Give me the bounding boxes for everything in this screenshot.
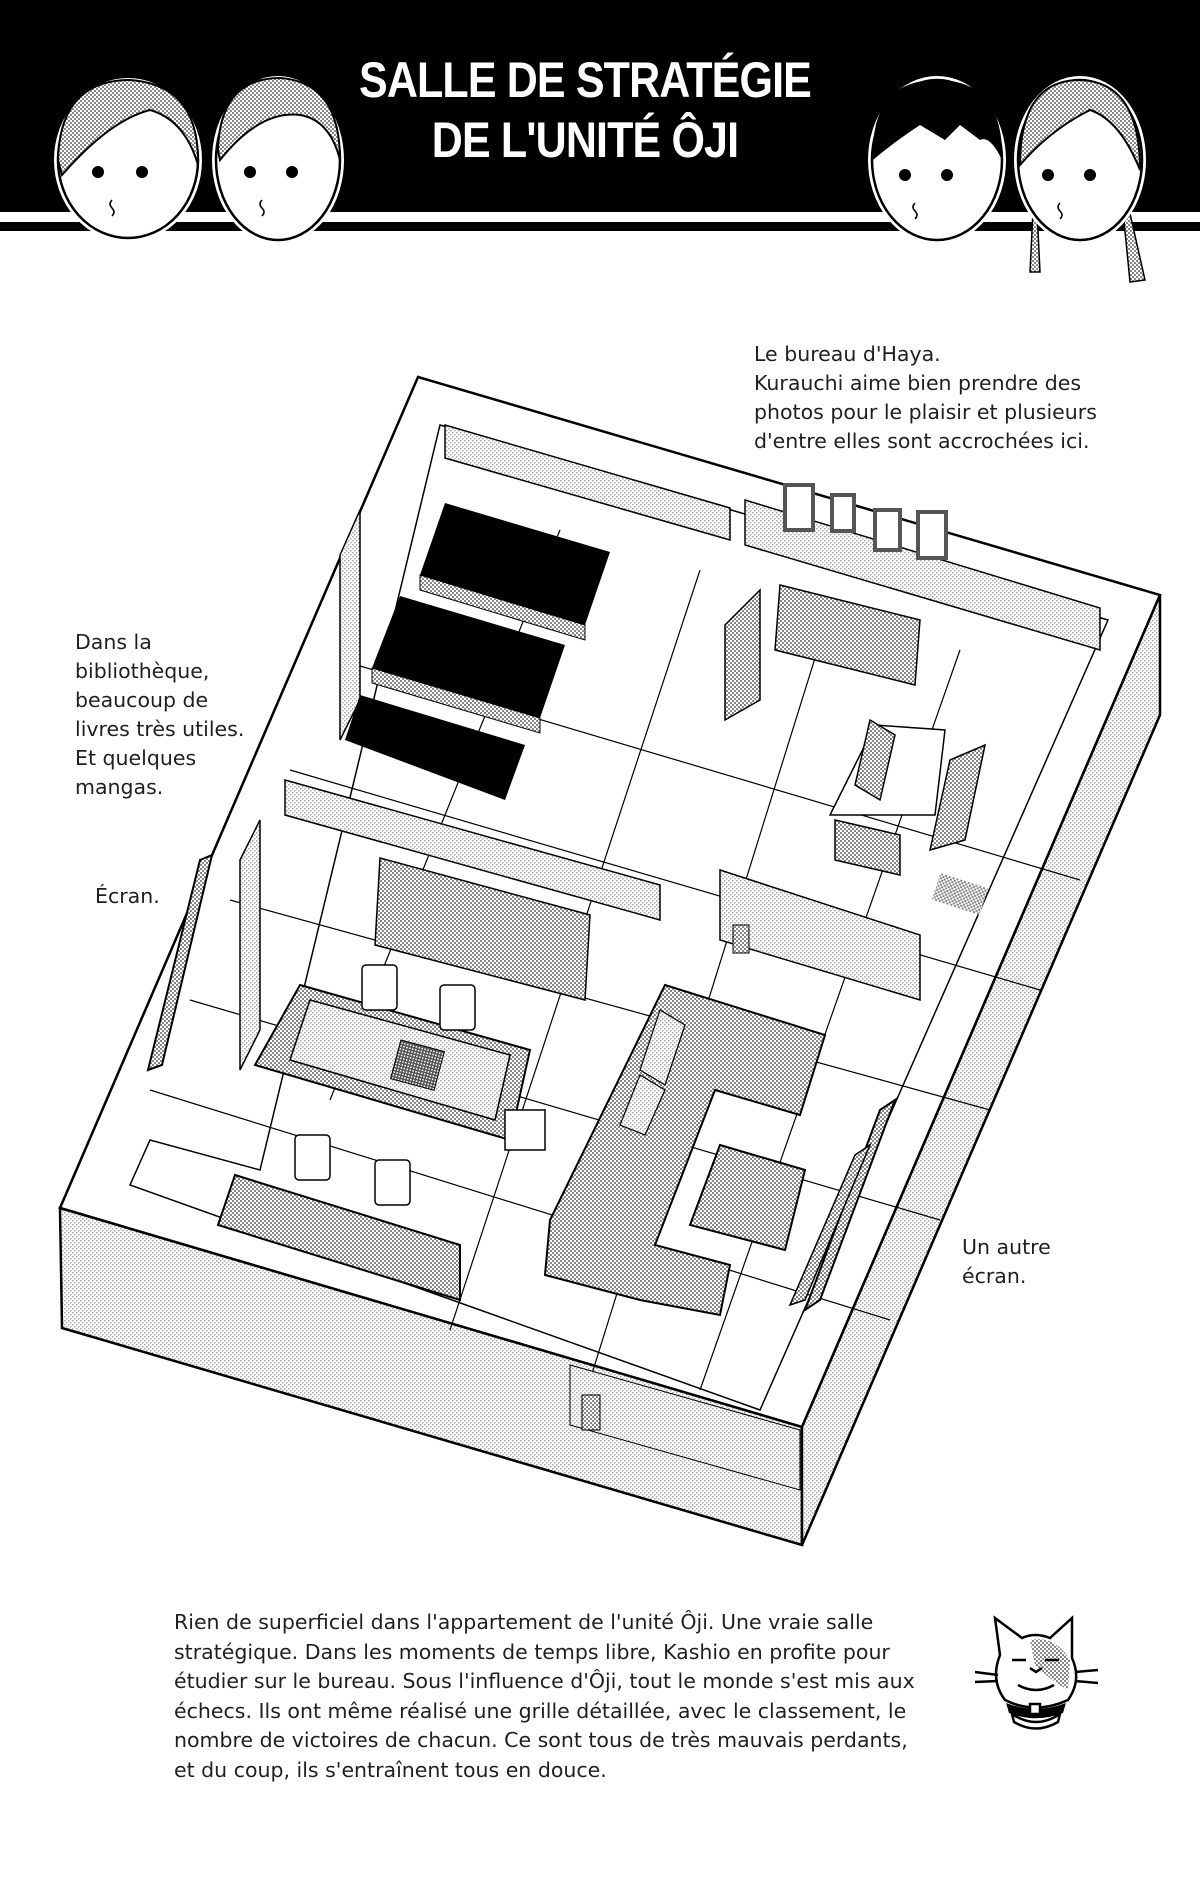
light-switch xyxy=(732,924,750,954)
description-line: Rien de superficiel dans l'appartement d… xyxy=(174,1610,874,1634)
caption-office-line: photos pour le plaisir et plusieurs xyxy=(754,400,1097,424)
sofa xyxy=(543,983,827,1317)
caption-library-line: Et quelques xyxy=(75,746,197,770)
caption-office-line: Le bureau d'Haya. xyxy=(754,342,941,366)
lounge-side-wall xyxy=(239,819,261,1071)
library-shelf-1-side xyxy=(419,574,586,641)
doormat xyxy=(931,872,989,916)
caption-library-line: beaucoup de xyxy=(75,688,209,712)
description-line: nombre de victoires de chacun. Ce sont t… xyxy=(174,1728,908,1752)
caption-library-line: Dans la xyxy=(75,630,152,654)
caption-office-line: d'entre elles sont accrochées ici. xyxy=(754,429,1090,453)
library-shelf-2-side xyxy=(371,667,541,734)
office-desk-front xyxy=(834,819,901,876)
screen-left xyxy=(146,853,214,1072)
library-wall xyxy=(444,424,731,541)
photo-frames xyxy=(783,483,948,560)
description-line: échecs. Ils ont même réalisé une grille … xyxy=(174,1698,907,1723)
tv-stand xyxy=(788,1142,872,1307)
library-shelf-3 xyxy=(345,695,525,800)
character-face-2 xyxy=(212,76,344,244)
banner-stripe-black xyxy=(0,222,1200,231)
screen-right xyxy=(802,1097,898,1313)
library-shelf-1 xyxy=(420,503,610,625)
office-back-wall xyxy=(744,498,1101,652)
header-faces xyxy=(54,76,1146,283)
block-right-face xyxy=(800,594,1162,1546)
caption-screen-right-line: écran. xyxy=(962,1264,1027,1288)
caption-office: Le bureau d'Haya. Kurauchi aime bien pre… xyxy=(754,340,1097,456)
caption-office-line: Kurauchi aime bien prendre des xyxy=(754,371,1082,395)
chessboard-icon xyxy=(389,1039,446,1091)
sofa-cushion-1 xyxy=(639,1009,686,1086)
character-face-4 xyxy=(1014,76,1146,283)
caption-library-line: mangas. xyxy=(75,775,164,799)
sofa-room-wall xyxy=(719,868,921,1002)
character-face-3 xyxy=(868,76,1006,244)
description-line: étudier sur le bureau. Sous l'influence … xyxy=(174,1669,915,1693)
entrance-wall xyxy=(569,1364,801,1491)
office-bookshelf-side xyxy=(724,588,761,722)
computer-monitor xyxy=(854,718,896,802)
caption-screen-left: Écran. xyxy=(95,882,160,911)
description-paragraph: Rien de superficiel dans l'appartement d… xyxy=(174,1608,974,1785)
lounge-back-wall xyxy=(284,779,661,921)
sofa-cushion-2 xyxy=(619,1074,666,1136)
banner-stripe-white xyxy=(0,212,1200,222)
description-line: et du coup, ils s'entraînent tous en dou… xyxy=(174,1757,607,1782)
caption-screen-right: Un autre écran. xyxy=(962,1233,1051,1291)
caption-screen-right-line: Un autre xyxy=(962,1235,1051,1259)
dining-chairs xyxy=(294,964,546,1206)
office-bookshelf xyxy=(774,584,921,686)
library-shelf-2 xyxy=(372,596,565,718)
title-line-1: SALLE DE STRATÉGIE xyxy=(359,52,812,108)
description-line: stratégique. Dans les moments de temps l… xyxy=(174,1639,890,1664)
intercom-icon xyxy=(581,1394,601,1431)
coffee-table xyxy=(688,1143,807,1252)
lounge-bookshelf xyxy=(374,857,591,1001)
character-face-1 xyxy=(54,78,202,242)
title-line-2: DE L'UNITÉ ÔJI xyxy=(431,112,739,168)
lounge-counter xyxy=(216,1173,461,1302)
caption-library-line: bibliothèque, xyxy=(75,659,210,683)
caption-library-line: livres très utiles. xyxy=(75,717,245,741)
caption-screen-left-line: Écran. xyxy=(95,884,160,908)
caption-library: Dans la bibliothèque, beaucoup de livres… xyxy=(75,628,244,802)
page-title: SALLE DE STRATÉGIE DE L'UNITÉ ÔJI xyxy=(340,50,830,170)
office-chair xyxy=(928,743,987,852)
